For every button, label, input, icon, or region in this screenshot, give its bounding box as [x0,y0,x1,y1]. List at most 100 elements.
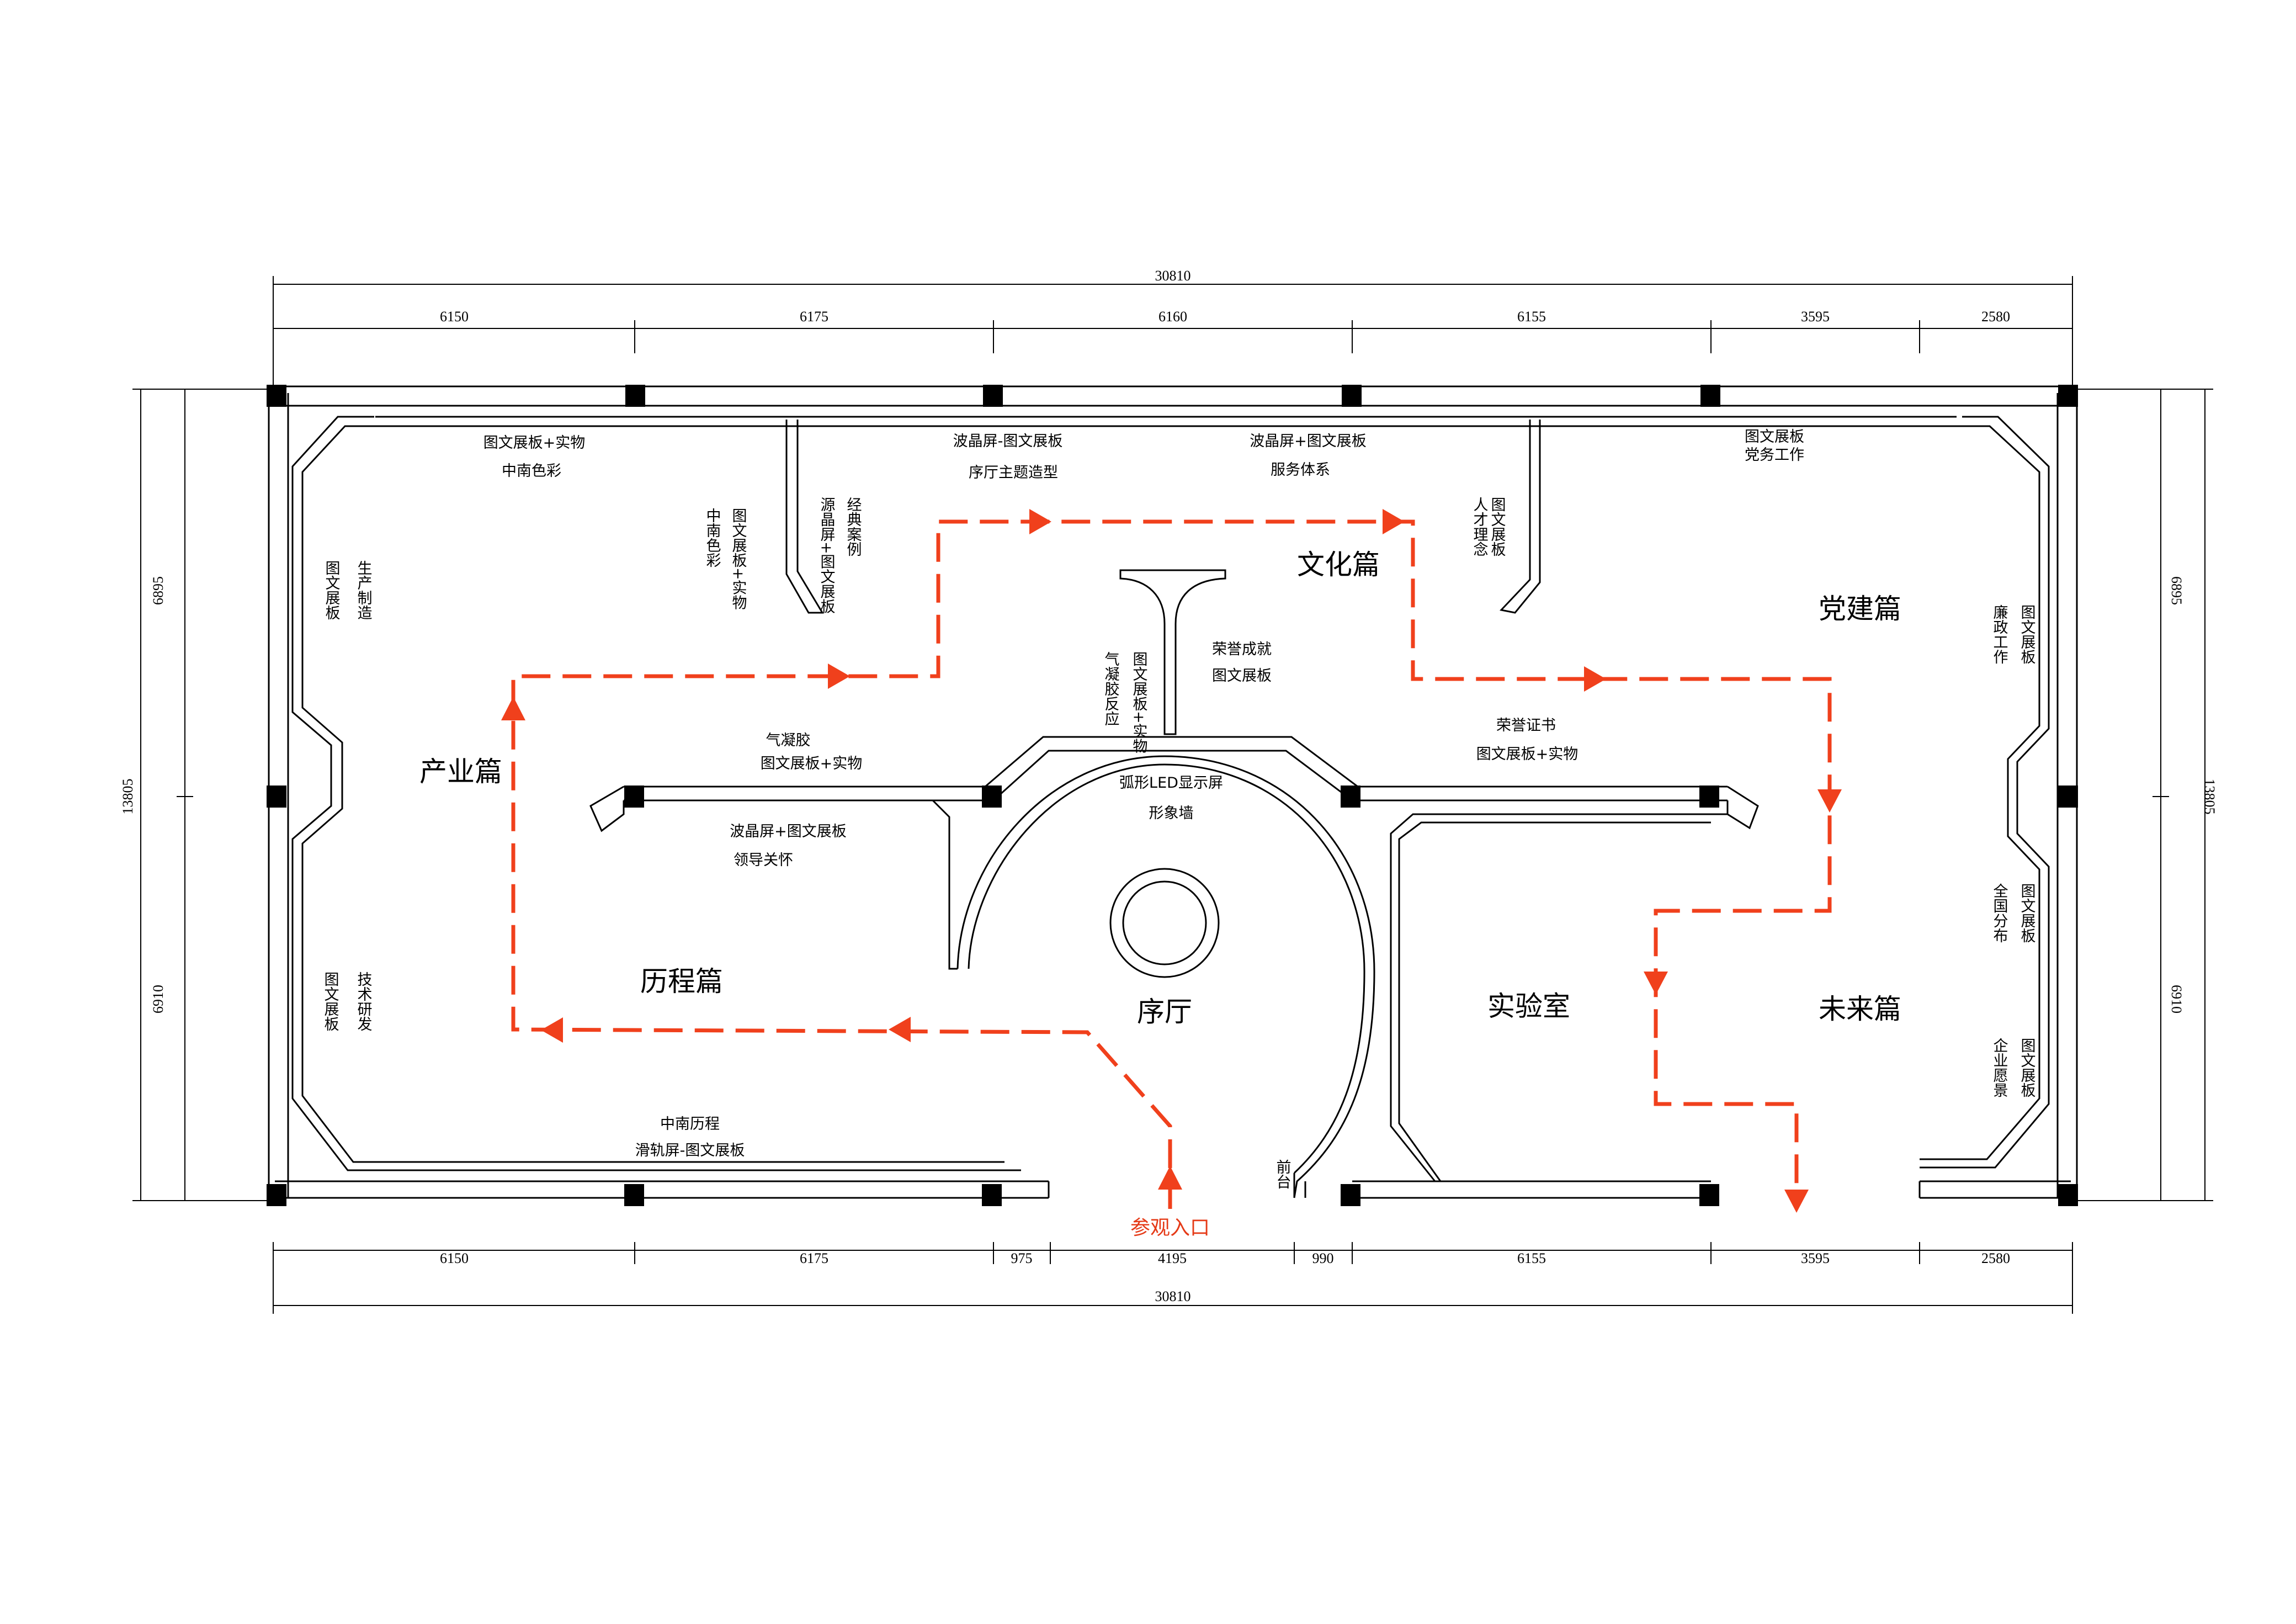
zone-xuting: 序厅 [1137,996,1192,1028]
dim-bottom-8: 2580 [1981,1250,2010,1266]
exhibit-label: 图文展板+实物 [730,508,747,610]
exhibit-label: 气凝胶 [766,732,811,749]
dim-bottom-2: 6175 [800,1250,828,1266]
exhibit-label: 中南色彩 [704,508,721,567]
exhibit-label: 技术研发 [355,972,373,1031]
exhibit-label: 图文展板 [323,560,341,620]
dimension-lines [132,276,2213,1314]
dim-top-6: 2580 [1981,309,2010,325]
exhibit-label: 气凝胶反应 [1102,651,1120,726]
column [982,786,1002,808]
exhibit-label: 形象墙 [1149,805,1194,822]
zone-weilai: 未来篇 [1819,993,1901,1025]
exhibit-label: 企业愿景 [1991,1038,2008,1097]
dim-right-top: 6895 [2169,576,2185,605]
exhibit-label: 图文展板 [2018,604,2036,664]
route-arrow [1784,1190,1809,1213]
exhibit-label: 荣誉成就 [1212,641,1272,658]
exhibit-label: 弧形LED显示屏 [1119,774,1223,792]
exhibit-label: 波晶屏+图文展板 [1250,433,1367,450]
exhibit-label: 经典案例 [844,497,862,556]
exhibit-label: 荣誉证书 [1496,717,1556,734]
exhibit-label: 波晶屏-图文展板 [953,433,1063,450]
column [2058,786,2078,808]
exhibit-label: 党务工作 [1745,447,1804,464]
dim-top-2: 6175 [800,309,828,325]
route-arrow [889,1017,911,1042]
dim-bottom-5: 990 [1312,1250,1334,1266]
column [624,786,644,808]
exhibit-label: 廉政工作 [1991,604,2008,664]
dim-bottom-4: 4195 [1158,1250,1187,1266]
column [2058,1184,2078,1206]
route-arrow [1383,509,1405,534]
exhibit-label: 服务体系 [1271,461,1330,479]
exhibit-label: 图文展板 [2018,883,2036,943]
column [625,385,645,407]
exhibit-label: 图文展板 [1745,428,1804,445]
exhibit-label: 图文展板+实物 [483,434,586,452]
column [982,1184,1002,1206]
columns [267,385,2078,1206]
dim-left-total: 13805 [120,779,136,815]
inner-partitions [291,416,2050,1171]
dim-bottom-total: 30810 [1155,1288,1191,1304]
dim-top-1: 6150 [440,309,469,325]
dim-right-total: 13805 [2202,779,2218,815]
route-arrow [501,697,525,720]
column [624,1184,644,1206]
dim-top-5: 3595 [1801,309,1830,325]
route-arrow [1644,972,1668,995]
column [1341,786,1360,808]
exhibit-label: 全国分布 [1991,883,2008,943]
column [267,385,286,407]
route-arrow [541,1017,563,1043]
dim-bottom-7: 3595 [1801,1250,1830,1266]
exhibit-vertical-labels: 图文展板 生产制造 图文展板 技术研发 图文展板+实物 中南色彩 源晶屏+图文展… [322,497,2036,1189]
zone-dangjian: 党建篇 [1819,593,1901,625]
exhibit-label: 图文展板 [2018,1038,2036,1097]
exhibit-label: 序厅主题造型 [969,464,1058,481]
column [1341,1184,1360,1206]
exhibit-label: 波晶屏+图文展板 [730,823,847,840]
route-arrow [1029,509,1051,534]
dim-top-4: 6155 [1517,309,1546,325]
exhibit-label: 图文展板+实物 [1476,746,1578,763]
exhibit-label: 图文展板+实物 [1130,651,1148,753]
exhibit-label: 图文展板 [1489,497,1506,556]
exhibit-label: 图文展板 [1212,667,1272,684]
exhibit-label: 生产制造 [355,560,373,620]
column [1699,786,1719,808]
dim-bottom-6: 6155 [1517,1250,1546,1266]
dim-left-top: 6895 [150,576,166,605]
route-arrow [1158,1166,1182,1190]
exhibit-label: 源晶屏+图文展板 [818,497,836,614]
dim-bottom-3: 975 [1011,1250,1033,1266]
column [2058,385,2078,407]
dim-left-bottom: 6910 [150,985,166,1013]
column [267,1184,286,1206]
exhibit-label: 图文展板 [322,972,339,1031]
dim-right-bottom: 6910 [2169,985,2185,1013]
exhibit-label: 中南历程 [660,1116,720,1133]
column [267,786,286,808]
column [983,385,1003,407]
exhibit-label: 图文展板+实物 [761,755,863,772]
exhibit-label: 滑轨屏-图文展板 [635,1142,745,1159]
column [1699,1184,1719,1206]
route-arrow [1584,666,1606,692]
exhibit-label: 人才理念 [1471,497,1489,556]
exhibit-label: 前台 [1274,1159,1291,1189]
zone-licheng: 历程篇 [640,965,723,997]
dim-top-3: 6160 [1158,309,1187,325]
zone-chanye: 产业篇 [419,756,502,788]
zone-shiyanshi: 实验室 [1487,990,1570,1022]
inner-walls [589,420,1759,1198]
entrance-label: 参观入口 [1130,1217,1210,1239]
column [1342,385,1362,407]
outer-walls [268,385,2078,1199]
dim-bottom-1: 6150 [440,1250,469,1266]
exhibit-label: 领导关怀 [734,852,793,869]
zone-wenhua: 文化篇 [1297,549,1380,581]
